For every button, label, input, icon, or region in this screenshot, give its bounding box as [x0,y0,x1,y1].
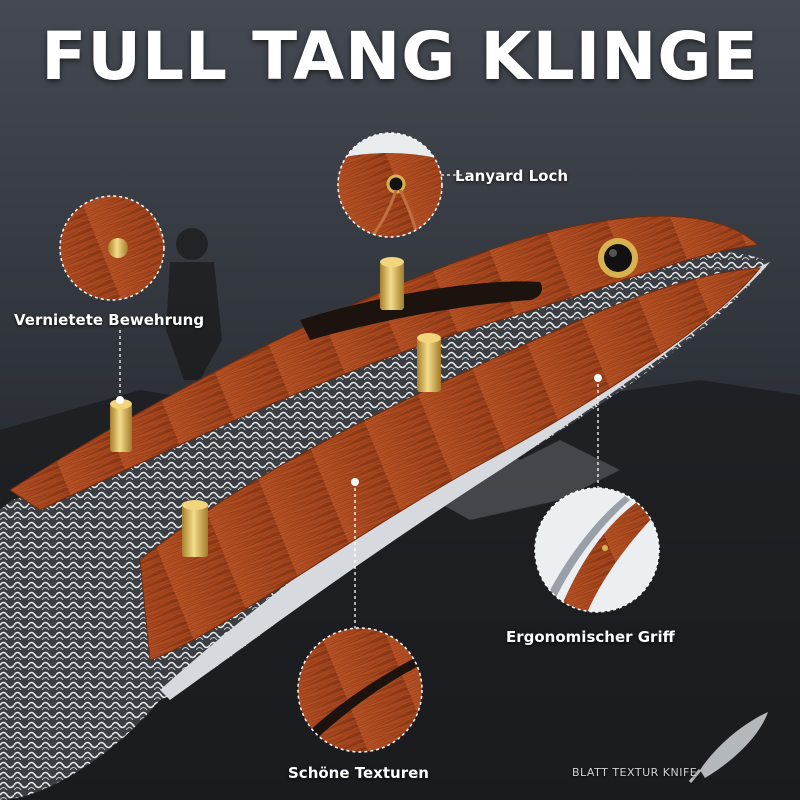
label-grip: Ergonomischer Griff [506,628,675,646]
page-title: FULL TANG KLINGE [41,18,759,95]
handle-slot [300,281,542,340]
watermark-text: BLATT TEXTUR KNIFE [572,766,698,779]
detail-circle-lanyard [337,132,443,238]
detail-circle-texture [297,627,423,753]
handle-scale-upper [9,215,760,511]
callout-leaders [119,174,599,630]
brass-pin [182,500,208,557]
label-lanyard: Lanyard Loch [455,167,569,185]
detail-circle-grip [534,487,660,613]
brass-pin [110,399,132,452]
brass-pin [417,333,441,392]
brass-pin [380,257,404,310]
knife-logo-icon [688,712,768,783]
callout-dots [116,374,602,486]
lanyard-hole [598,238,638,278]
label-texture: Schöne Texturen [288,764,429,782]
handle-scale-lower [139,267,762,661]
label-rivet: Vernietete Bewehrung [14,311,205,329]
hiker-silhouette [166,228,222,380]
detail-circle-rivet [59,195,165,301]
